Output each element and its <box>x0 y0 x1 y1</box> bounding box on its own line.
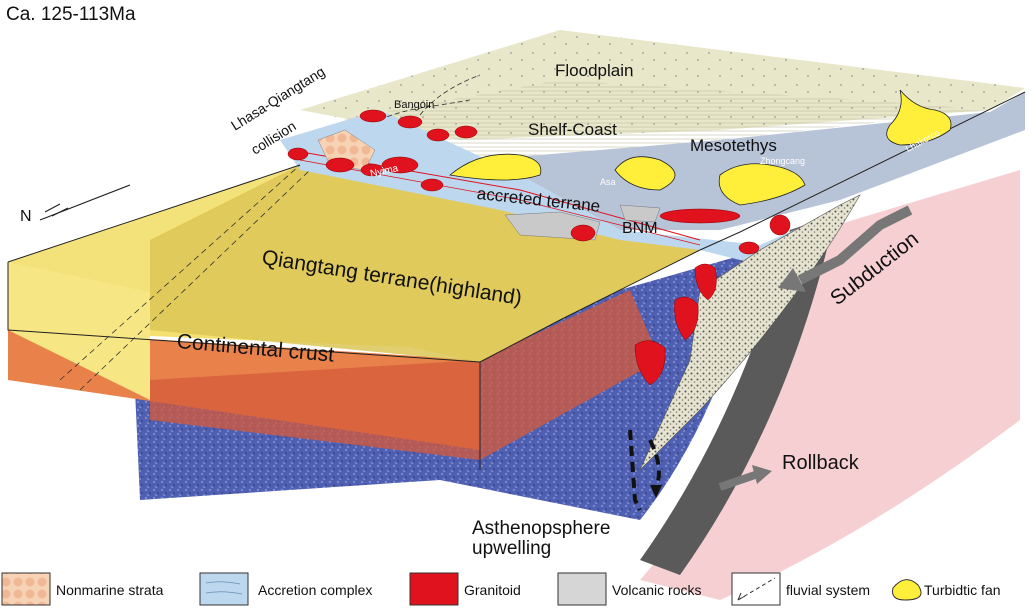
legend-label-nonmarine: Nonmarine strata <box>56 582 164 598</box>
granitoid-body <box>674 296 699 341</box>
legend-label-turbidite: Turbidtic fan <box>924 582 1001 598</box>
turbidite-fans <box>449 89 952 206</box>
floodplain-label: Floodplain <box>555 61 634 80</box>
granitoid-body <box>426 128 450 142</box>
granitoid-body <box>694 263 717 301</box>
granitoid-body <box>287 147 309 161</box>
granitoid-body <box>325 157 355 173</box>
rollback-label: Rollback <box>782 452 859 474</box>
granitoid-body <box>738 241 760 255</box>
granitoid-body <box>659 208 741 224</box>
turbidite-fan <box>718 163 806 206</box>
granitoid-body <box>634 340 666 386</box>
crust-left-face <box>8 262 150 400</box>
north-label: N <box>20 208 32 225</box>
accretion-band <box>280 110 840 265</box>
upwelling-arrow <box>628 429 642 511</box>
zhongcang-label: Zhongcang <box>760 156 806 166</box>
legend-label-granitoid: Granitoid <box>464 582 521 598</box>
granitoid-body <box>397 115 423 129</box>
rollback-arrow <box>718 471 757 491</box>
asthenosphere-label-line1: Asthenopsphere <box>472 518 611 539</box>
shelf-coast-label: Shelf-Coast <box>528 120 617 139</box>
granitoid-body <box>381 156 419 174</box>
turbidite-fan <box>886 89 952 146</box>
bangoin-label: Bangoin <box>394 99 435 111</box>
slab-pink-outer <box>640 170 1020 600</box>
asthenosphere-label-line2: upwelling <box>472 538 552 559</box>
shelf-coast-area <box>340 80 990 160</box>
turbidite-fan <box>614 156 676 191</box>
mesotethys-label: Mesotethys <box>690 136 777 155</box>
granitoid-body <box>769 214 791 236</box>
turbidite-fan <box>449 153 542 181</box>
legend-swatch-nonmarine <box>1 572 51 606</box>
bnm-label: BNM <box>622 220 658 237</box>
accretion-prism <box>639 194 861 471</box>
legend-swatch-granitoid <box>409 572 459 606</box>
legend-swatch-volcanic <box>557 572 607 606</box>
legend-swatch-turbidite <box>892 579 922 601</box>
granitoid-body <box>570 224 596 242</box>
legend-label-fluvial: fluvial system <box>786 582 871 598</box>
legend-swatch-accretion <box>199 572 249 606</box>
granitoid-body <box>454 125 478 139</box>
granitoid-body <box>360 163 384 177</box>
diagram-title: Ca. 125-113Ma <box>6 4 136 25</box>
granitoid-bodies <box>287 109 791 386</box>
legend-label-accretion: Accretion complex <box>258 582 373 598</box>
legend-label-volcanic: Volcanic rocks <box>612 582 702 598</box>
granitoid-body <box>420 178 444 192</box>
granitoid-body <box>359 109 387 123</box>
asa-label: Asa <box>600 177 616 187</box>
subduction-arrow <box>797 205 913 285</box>
